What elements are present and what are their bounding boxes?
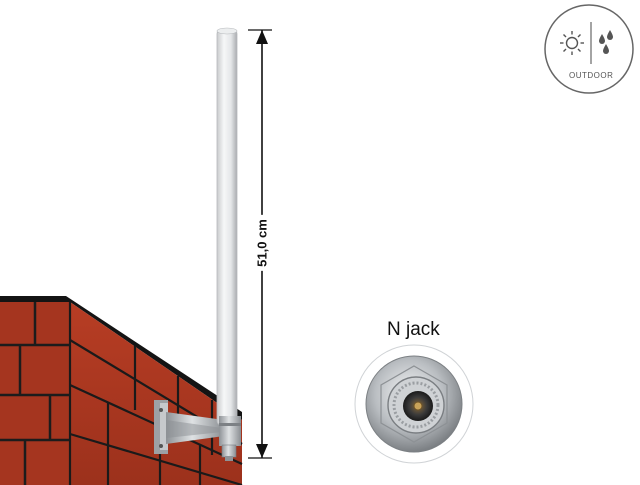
dimension-arrow-top [256, 30, 268, 44]
connector-type-label: N jack [387, 319, 440, 340]
outdoor-badge [544, 4, 634, 94]
antenna [216, 27, 241, 461]
outdoor-badge-label: OUTDOOR [569, 71, 614, 80]
sun-icon [560, 31, 584, 55]
wall-side-mortar [0, 302, 70, 485]
antenna-cap [216, 27, 238, 35]
n-jack-connector [354, 344, 474, 464]
rain-drops-icon [599, 30, 613, 54]
antenna-clamp [219, 416, 241, 446]
antenna-base-connector [221, 444, 237, 458]
antenna-length-label: 51,0 cm [254, 215, 270, 271]
brick-wall [0, 296, 243, 485]
dimension-arrow-bottom [256, 444, 268, 458]
mounting-bracket [154, 400, 224, 454]
wall-front-face [70, 302, 242, 485]
antenna-radome [216, 29, 238, 426]
